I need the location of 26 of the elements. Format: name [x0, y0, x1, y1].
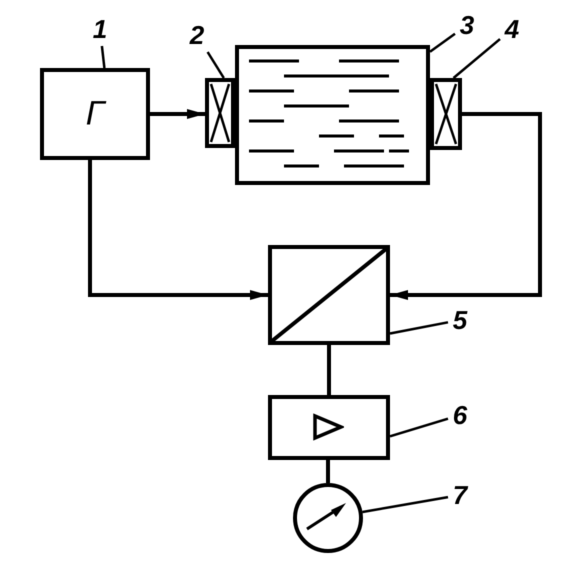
leader-line	[452, 38, 501, 79]
leader-line	[100, 46, 106, 68]
callout-number: 5	[448, 303, 472, 337]
leader-line	[390, 418, 448, 438]
connector-line	[326, 460, 330, 483]
transducer-box	[205, 78, 235, 148]
transducer-box	[430, 78, 462, 150]
leader-line	[206, 51, 225, 79]
generator-box	[40, 68, 150, 160]
callout-number: 6	[448, 398, 472, 432]
box-letter: Г	[84, 94, 108, 134]
arrow	[150, 109, 205, 119]
connector-line	[327, 345, 331, 395]
callout-number: 2	[185, 18, 209, 52]
callout-number: 1	[88, 12, 112, 46]
callout-number: 3	[455, 8, 479, 42]
arrow	[390, 112, 542, 300]
callout-number: 4	[500, 12, 524, 46]
leader-line	[362, 496, 448, 514]
arrow	[88, 160, 268, 300]
leader-line	[429, 32, 456, 53]
leader-line	[390, 321, 448, 335]
liquid-tank	[235, 45, 430, 185]
callout-number: 7	[448, 478, 472, 512]
amplifier-box	[268, 395, 390, 460]
converter-box	[268, 245, 390, 345]
